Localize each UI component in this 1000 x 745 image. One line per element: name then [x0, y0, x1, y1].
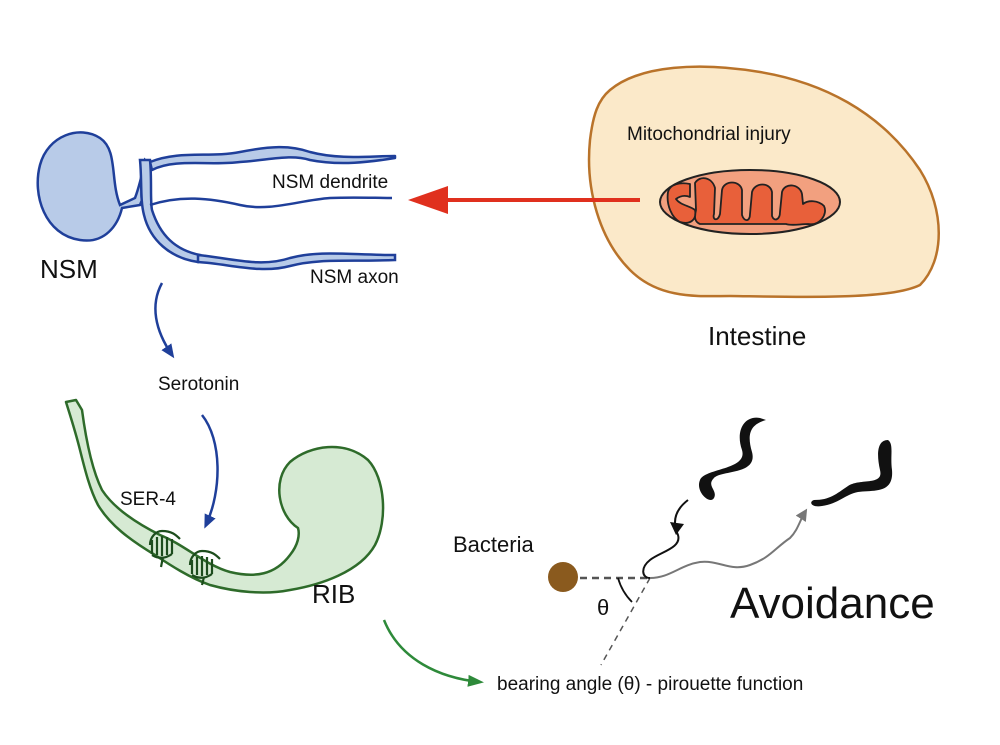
nsm-axon-label: NSM axon — [310, 267, 399, 288]
heading-reference-line — [600, 577, 651, 666]
ser4-receptor-icon — [148, 529, 221, 586]
serotonin-label: Serotonin — [158, 374, 239, 395]
nsm-label: NSM — [40, 254, 98, 284]
nsm-to-serotonin-arrow — [154, 282, 175, 359]
nsm-neuron: NSM NSM dendrite NSM axon — [36, 131, 399, 288]
mitochondrion-icon — [659, 169, 841, 235]
avoidance-track — [649, 508, 808, 579]
bacteria-label: Bacteria — [453, 532, 534, 557]
worm-icon — [698, 417, 766, 500]
rib-to-behavior-arrow — [382, 619, 484, 687]
theta-label: θ — [597, 595, 609, 620]
rib-neuron: RIB — [64, 398, 385, 609]
bearing-angle-label: bearing angle (θ) - pirouette function — [497, 674, 803, 695]
avoidance-label: Avoidance — [730, 579, 935, 628]
nsm-soma — [36, 131, 152, 242]
worm-icon — [811, 440, 893, 507]
serotonin-to-ser4-arrow — [201, 414, 219, 529]
nsm-dendrite-label: NSM dendrite — [272, 172, 388, 193]
nsm-dendrite-middle — [149, 196, 393, 209]
injury-signal-arrowhead — [408, 186, 448, 214]
angle-arc — [617, 577, 633, 603]
approach-track-arrowhead — [670, 522, 684, 535]
intestine: Mitochondrial injury Intestine — [587, 65, 940, 351]
ser4-label: SER-4 — [120, 489, 176, 510]
rib-process-and-soma — [64, 398, 385, 594]
mitochondrial-injury-label: Mitochondrial injury — [627, 124, 791, 145]
rib-label: RIB — [312, 579, 355, 609]
approach-track — [642, 499, 689, 579]
nsm-trunk — [138, 158, 202, 264]
nsm-dendrite-upper — [148, 145, 397, 172]
nsm-axon — [196, 252, 397, 271]
bacteria-icon — [548, 562, 578, 592]
intestine-label: Intestine — [708, 321, 806, 351]
